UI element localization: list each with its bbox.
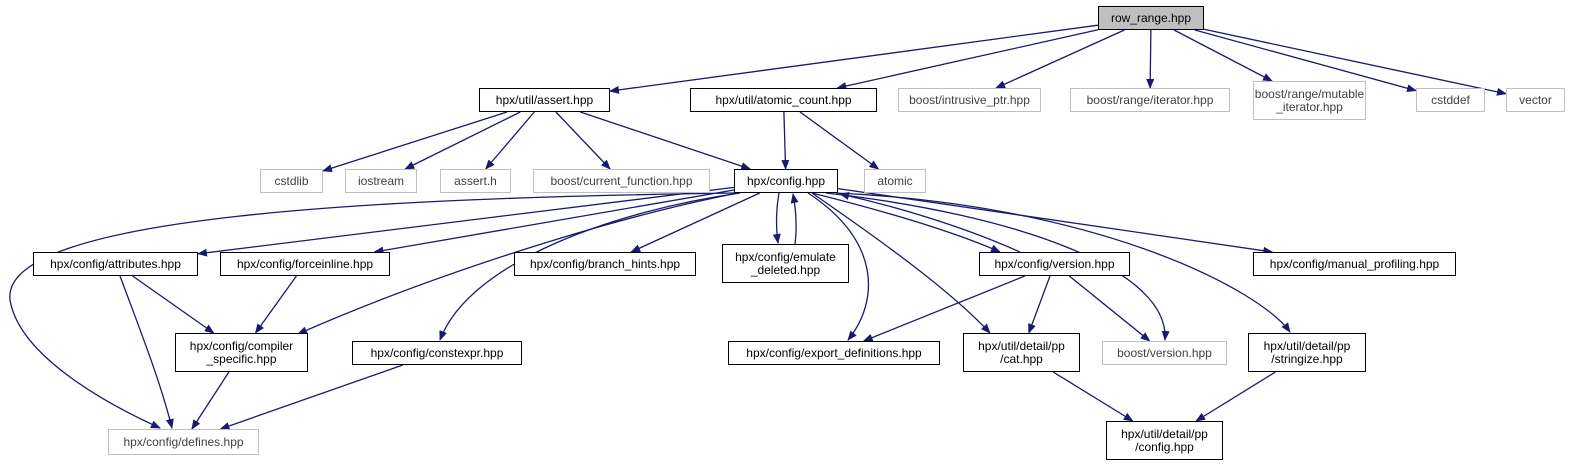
edge-pp_cat-to-pp_config — [1052, 371, 1134, 422]
node-constexpr[interactable]: hpx/config/constexpr.hpp — [352, 341, 522, 365]
edge-config-to-pp_cat — [811, 192, 991, 334]
node-range-iter: boost/range/iterator.hpp — [1070, 88, 1230, 112]
node-assert[interactable]: hpx/util/assert.hpp — [479, 88, 610, 112]
edge-constexpr-to-defines — [219, 364, 404, 430]
node-assert-h: assert.h — [440, 169, 511, 193]
edge-assert-to-config — [580, 111, 752, 170]
node-export-definitions[interactable]: hpx/config/export_definitions.hpp — [728, 341, 940, 365]
edge-config-to-pp_stringize — [835, 192, 1291, 333]
edge-root-to-intrusive — [995, 29, 1125, 89]
node-manual-profiling[interactable]: hpx/config/manual_profiling.hpp — [1253, 252, 1456, 276]
edge-root-to-atomic_count — [836, 29, 1099, 90]
edge-assert-to-cstdlib — [322, 111, 508, 172]
edge-config-to-branch_hints — [630, 192, 761, 253]
node-atomic: atomic — [864, 169, 926, 193]
node-branch-hints[interactable]: hpx/config/branch_hints.hpp — [514, 252, 696, 276]
edge-compiler_specific-to-defines — [191, 371, 230, 430]
node-pp-config[interactable]: hpx/util/detail/pp /config.hpp — [1106, 421, 1223, 460]
edge-version-to-pp_cat — [1028, 275, 1051, 334]
edge-attributes-to-defines — [119, 275, 174, 429]
node-boost-version: boost/version.hpp — [1102, 341, 1227, 365]
edge-attributes-to-compiler_specific — [132, 275, 215, 334]
node-vector: vector — [1506, 88, 1565, 112]
edge-forceinline-to-compiler_specific — [254, 275, 297, 334]
edge-root-to-assert — [609, 24, 1099, 94]
edge-config-to-forceinline — [373, 189, 735, 255]
edge-version-to-export_definitions — [862, 275, 1026, 342]
edge-version-to-boost_version — [1068, 275, 1151, 342]
edge-root-to-range_iter — [1146, 29, 1155, 89]
edge-config-to-compiler_specific — [297, 192, 739, 335]
edge-config-to-manual_profiling — [837, 187, 1274, 255]
node-version[interactable]: hpx/config/version.hpp — [979, 252, 1130, 276]
edge-version-to-config — [839, 192, 1021, 253]
node-cstdlib: cstdlib — [260, 169, 323, 193]
node-config[interactable]: hpx/config.hpp — [734, 169, 838, 193]
edge-config-to-boost_version — [825, 192, 1170, 341]
edge-assert-to-iostream — [404, 111, 521, 170]
edge-root-to-vector — [1203, 28, 1507, 96]
edge-config-to-export_definitions — [807, 192, 870, 341]
edge-root-to-range_mut — [1173, 29, 1273, 82]
node-defines: hpx/config/defines.hpp — [108, 429, 259, 455]
node-emulate-deleted[interactable]: hpx/config/emulate _deleted.hpp — [722, 244, 849, 283]
edge-config-to-constexpr — [439, 192, 741, 341]
node-atomic-count[interactable]: hpx/util/atomic_count.hpp — [690, 88, 877, 112]
node-root[interactable]: row_range.hpp — [1098, 6, 1204, 30]
edge-config-to-defines — [9, 192, 737, 429]
edge-atomic_count-to-config — [781, 111, 790, 170]
edge-config-to-attributes — [197, 186, 735, 257]
edge-atomic_count-to-atomic — [799, 111, 880, 170]
node-iostream: iostream — [345, 169, 417, 193]
node-range-mut: boost/range/mutable _iterator.hpp — [1253, 81, 1366, 120]
edge-config-to-version — [811, 192, 1001, 253]
node-attributes[interactable]: hpx/config/attributes.hpp — [33, 252, 198, 276]
node-pp-cat[interactable]: hpx/util/detail/pp /cat.hpp — [963, 333, 1080, 372]
edge-pp_stringize-to-pp_config — [1195, 371, 1276, 422]
edge-assert-to-assert_h — [485, 111, 535, 170]
node-forceinline[interactable]: hpx/config/forceinline.hpp — [220, 252, 390, 276]
node-intrusive: boost/intrusive_ptr.hpp — [898, 88, 1041, 112]
node-cstddef: cstddef — [1416, 88, 1485, 112]
node-current-function: boost/current_function.hpp — [533, 169, 710, 193]
edge-assert-to-current_function — [555, 111, 611, 170]
edge-emulate_deleted-to-config — [790, 193, 799, 245]
edge-config-to-emulate_deleted — [772, 192, 781, 244]
edge-root-to-cstddef — [1194, 29, 1417, 93]
node-pp-stringize[interactable]: hpx/util/detail/pp /stringize.hpp — [1248, 333, 1366, 372]
node-compiler-specific[interactable]: hpx/config/compiler _specific.hpp — [175, 333, 308, 372]
